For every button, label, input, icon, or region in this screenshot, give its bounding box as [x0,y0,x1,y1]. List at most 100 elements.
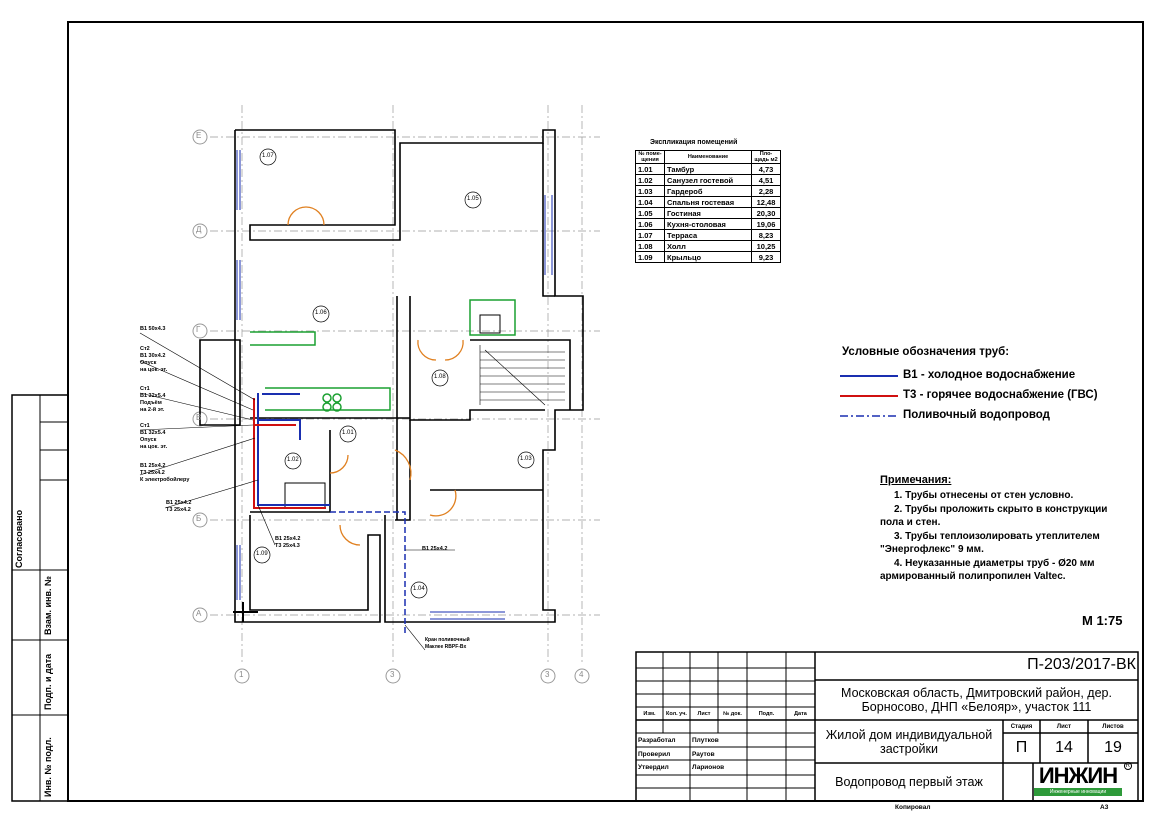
sheets-label: Листов [1102,723,1124,730]
pipe-label: В1 25х4.2 [422,546,448,552]
room-area: 2,28 [751,185,781,197]
col-head: Кол. уч. [666,710,687,717]
company-logo: ИНЖИН Инженерные инновации R [1034,762,1132,799]
room-number: 1.05 [635,207,665,219]
room-tag: 1.02 [287,457,299,463]
copied-label: Копировал [895,804,931,811]
room-area: 20,30 [751,207,781,219]
room-number: 1.08 [635,240,665,252]
format-label: А3 [1100,804,1109,811]
axis-label: 3 [390,670,395,679]
room-tag: 1.08 [434,374,446,380]
room-number: 1.04 [635,196,665,208]
room-tag: 1.04 [413,586,425,592]
room-tag: 1.01 [342,430,354,436]
windows [236,150,553,620]
notes-title: Примечания: [880,474,952,486]
room-area: 10,25 [751,240,781,252]
axis-label: 1 [239,670,244,679]
room-area: 12,48 [751,196,781,208]
axis-label: Д [196,225,202,234]
axis-label: В [196,413,202,422]
stage-label: Стадия [1010,723,1033,730]
walls [199,129,584,623]
room-number: 1.02 [635,174,665,186]
room-name: Холл [664,240,752,252]
doors [287,206,464,546]
room-number: 1.03 [635,185,665,197]
stamp-sign-date: Подп. и дата [43,653,53,710]
pipes [253,393,406,635]
room-area: 19,06 [751,218,781,230]
legend-title: Условные обозначения труб: [842,346,1010,358]
furniture [250,299,516,412]
room-tag: 1.03 [520,456,532,462]
legend-item-b1: В1 - холодное водоснабжение [903,369,1076,381]
axis-label: Е [196,131,202,140]
stairs [479,345,565,406]
document-code: П-203/2017-ВК [1027,656,1136,673]
sheet-title: Водопровод первый этаж [835,775,983,789]
sheet-label: Лист [1056,723,1072,730]
leader-lines [139,332,455,651]
room-name: Терраса [664,229,752,241]
sheets-value: 19 [1104,739,1122,756]
col-head: № док. [723,710,742,717]
legend-item-irrigation: Поливочный водопровод [903,409,1050,421]
col-head: Лист [697,710,711,717]
room-number: 1.06 [635,218,665,230]
room-name: Крыльцо [664,251,752,263]
room-name: Тамбур [664,163,752,175]
room-area: 4,73 [751,163,781,175]
axis-label: 4 [579,670,584,679]
room-name: Гостиная [664,207,752,219]
stage-value: П [1015,739,1028,756]
room-name: Спальня гостевая [664,196,752,208]
stamp-replace-inv: Взам. инв. № [43,575,53,635]
room-tag: 1.06 [315,310,327,316]
axis-label: А [196,609,202,618]
room-number: 1.09 [635,251,665,263]
col-head: Дата [794,710,807,717]
stamp-inv-orig: Инв. № подл. [43,737,53,797]
pipe-label: В1 50х4.3 [140,326,166,332]
axis-label: Г [196,325,201,334]
room-name: Гардероб [664,185,752,197]
axis-label: 3 [545,670,550,679]
room-tag: 1.05 [467,196,479,202]
col-head: Подп. [758,710,775,717]
project-address: Московская область, Дмитровский район, д… [841,686,1112,714]
room-number: 1.01 [635,163,665,175]
room-area: 9,23 [751,251,781,263]
scale-label: М 1:75 [1082,613,1123,628]
legend-item-t3: Т3 - горячее водоснабжение (ГВС) [903,389,1098,401]
room-tag: 1.09 [256,551,268,557]
room-number: 1.07 [635,229,665,241]
room-area: 4,51 [751,174,781,186]
col-head: Изм. [643,710,656,717]
rooms-table-title: Экспликация помещений [650,139,738,146]
axis-label: Б [196,514,202,523]
